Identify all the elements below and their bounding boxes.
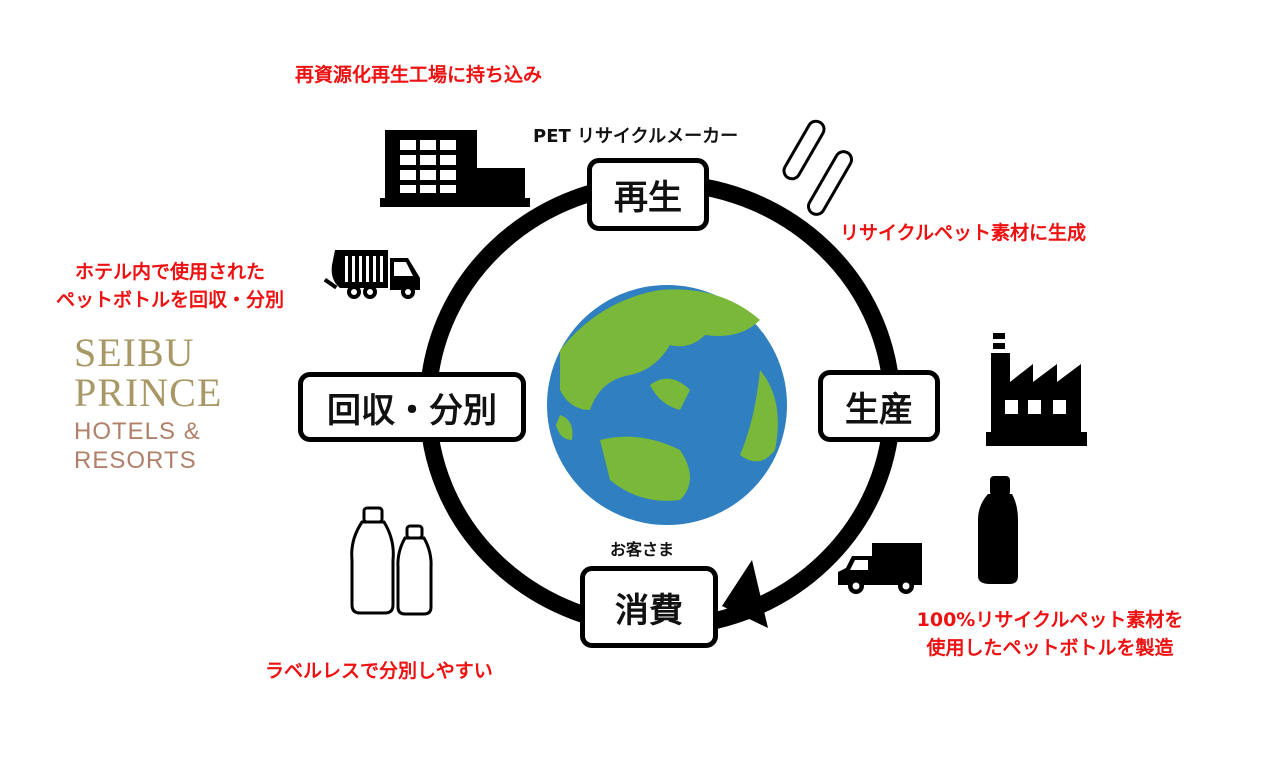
bottle-icon bbox=[978, 476, 1018, 584]
test-tubes-icon bbox=[782, 119, 853, 216]
caption-manufacture-line1: 100%リサイクルペット素材を bbox=[916, 609, 1184, 631]
caption-manufacture: 100%リサイクルペット素材を 使用したペットボトルを製造 bbox=[880, 606, 1220, 662]
factory-icon bbox=[986, 333, 1087, 446]
caption-customer: お客さま bbox=[610, 540, 675, 559]
caption-pet-maker: PET リサイクルメーカー bbox=[533, 126, 739, 147]
building-icon bbox=[380, 130, 530, 207]
cycle-arrowhead bbox=[722, 560, 768, 628]
delivery-truck-icon bbox=[838, 543, 922, 594]
caption-manufacture-line2: 使用したペットボトルを製造 bbox=[926, 637, 1174, 659]
caption-hotel-collect-line2: ペットボトルを回収・分別 bbox=[55, 289, 284, 311]
logo-line1: SEIBU bbox=[74, 330, 195, 375]
stage-collect: 回収・分別 bbox=[298, 372, 526, 442]
caption-hotel-collect-line1: ホテル内で使用された bbox=[74, 261, 265, 283]
logo-line3: HOTELS & bbox=[74, 418, 201, 445]
garbage-truck-icon bbox=[323, 250, 420, 299]
caption-regen-factory: 再資源化再生工場に持ち込み bbox=[295, 64, 543, 86]
caption-labelless: ラベルレスで分別しやすい bbox=[265, 660, 493, 682]
caption-hotel-collect: ホテル内で使用された ペットボトルを回収・分別 bbox=[20, 258, 320, 314]
stage-produce: 生産 bbox=[818, 370, 940, 442]
stage-consume: 消費 bbox=[580, 566, 718, 648]
caption-recycled-material: リサイクルペット素材に生成 bbox=[840, 222, 1087, 244]
logo-line2: PRINCE bbox=[74, 370, 223, 415]
seibu-prince-logo: SEIBU PRINCE HOTELS & RESORTS bbox=[74, 333, 222, 475]
logo-line4: RESORTS bbox=[74, 447, 197, 474]
globe-icon bbox=[547, 285, 787, 525]
stage-regenerate: 再生 bbox=[587, 158, 709, 231]
empty-bottles-icon bbox=[350, 506, 433, 616]
